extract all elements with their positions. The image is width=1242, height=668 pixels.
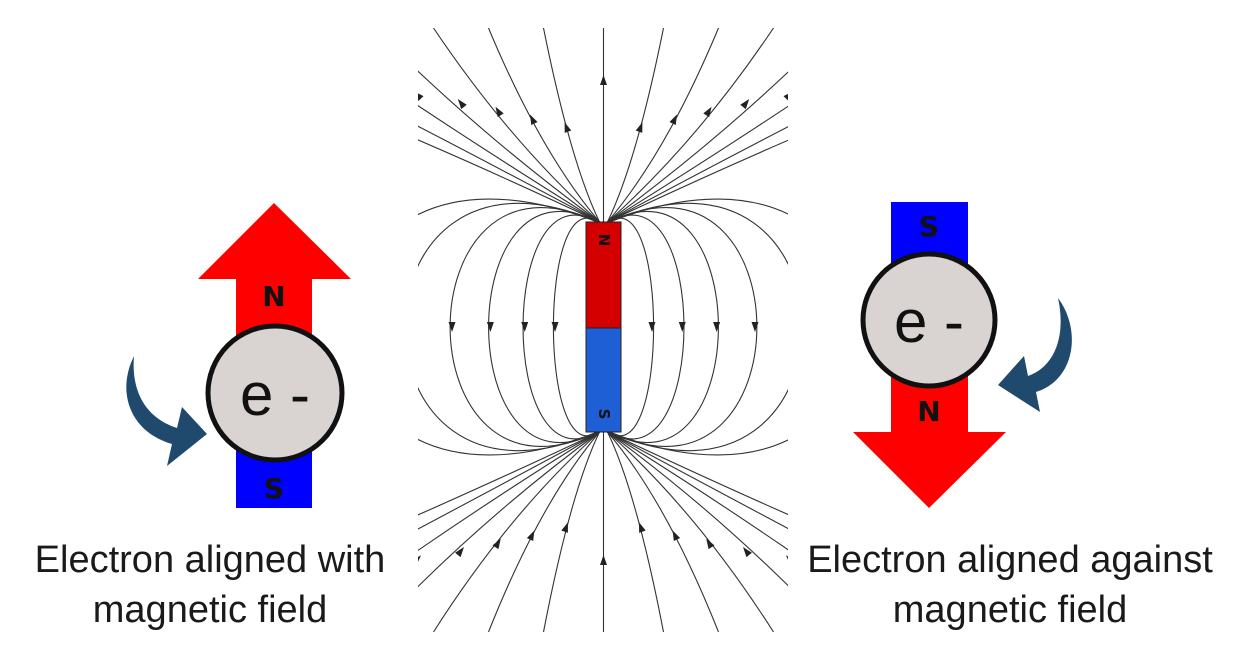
field-arrow-icon <box>526 530 535 542</box>
field-arrow-icon <box>486 322 494 332</box>
field-arrow-icon <box>833 81 845 93</box>
left-electron-diagram: N S e - <box>126 203 351 508</box>
magnetic-field-lines <box>418 28 788 632</box>
field-direction-arrows <box>306 73 901 566</box>
field-line <box>609 198 788 456</box>
field-line <box>418 105 600 223</box>
electron-symbol: e - <box>894 288 964 355</box>
field-arrow-icon <box>457 99 467 110</box>
field-line <box>609 211 719 443</box>
field-arrow-icon <box>403 322 410 332</box>
field-arrow-icon <box>521 322 529 332</box>
field-arrow-icon <box>600 75 607 85</box>
field-line <box>433 28 600 223</box>
field-arrow-icon <box>600 555 607 565</box>
field-line <box>607 139 788 223</box>
left-caption-line-2: magnetic field <box>92 589 328 631</box>
field-line <box>607 431 788 551</box>
south-pole-label: S <box>919 210 939 243</box>
field-arrow-icon <box>669 114 677 126</box>
field-arrow-icon <box>853 322 860 332</box>
field-line <box>418 431 600 588</box>
field-line <box>418 431 600 552</box>
left-caption-line-1: Electron aligned with <box>34 539 386 581</box>
field-line <box>418 198 598 456</box>
field-arrow-icon <box>713 322 721 332</box>
field-line <box>607 431 665 632</box>
field-arrow-icon <box>783 91 788 102</box>
bar-magnet-north-label: N <box>595 234 613 247</box>
electron-circle <box>205 323 345 463</box>
field-line <box>607 431 788 516</box>
field-arrow-icon <box>495 106 504 118</box>
field-arrow-icon <box>672 530 681 542</box>
right-caption-line-2: magnetic field <box>892 589 1128 631</box>
field-arrow-icon <box>561 522 569 533</box>
field-arrow-icon <box>418 555 421 566</box>
right-electron-diagram: S N e - <box>853 202 1072 508</box>
field-arrow-icon <box>635 122 643 133</box>
field-line <box>607 431 788 587</box>
field-arrow-icon <box>418 91 424 102</box>
field-arrow-icon <box>362 81 374 93</box>
electron-symbol: e - <box>240 361 310 428</box>
field-arrow-icon <box>455 547 464 558</box>
bar-magnet: N S <box>585 221 622 433</box>
field-line <box>542 431 600 632</box>
field-line <box>607 28 774 223</box>
north-pole-label: N <box>262 280 285 313</box>
field-arrow-icon <box>751 322 759 332</box>
bar-magnet-south-label: S <box>595 409 613 420</box>
right-caption-line-1: Electron aligned against <box>807 539 1213 581</box>
field-arrow-icon <box>889 73 901 84</box>
field-arrow-icon <box>564 122 572 133</box>
field-line <box>418 431 600 516</box>
electron-circle <box>860 251 998 389</box>
field-arrow-icon <box>448 322 456 332</box>
field-line <box>607 126 788 223</box>
field-arrow-icon <box>638 522 646 533</box>
field-line <box>418 70 600 223</box>
field-line <box>607 431 774 632</box>
field-line <box>607 28 665 223</box>
field-line <box>418 125 600 223</box>
field-line <box>607 71 788 223</box>
bar-magnet-south-half <box>585 327 622 433</box>
right-caption: Electron aligned against magnetic field <box>790 535 1230 635</box>
field-line <box>487 431 600 632</box>
field-line <box>542 28 600 223</box>
south-pole-label: S <box>264 472 284 505</box>
field-line <box>418 431 600 530</box>
field-arrow-icon <box>703 106 712 118</box>
field-arrow-icon <box>678 322 686 332</box>
field-arrow-icon <box>648 322 656 332</box>
field-line <box>609 202 788 452</box>
field-arrow-icon <box>743 547 752 558</box>
bar-magnet-north-half <box>585 221 622 329</box>
field-arrow-icon <box>740 99 750 110</box>
field-line <box>418 202 598 452</box>
left-caption: Electron aligned with magnetic field <box>10 535 410 635</box>
field-arrow-icon <box>492 538 501 550</box>
spin-arrow-icon <box>998 298 1072 412</box>
north-pole-label: N <box>917 395 940 428</box>
field-line <box>607 431 788 530</box>
field-arrow-icon <box>306 73 318 84</box>
field-line <box>488 211 598 443</box>
field-arrow-icon <box>706 538 715 550</box>
field-arrow-icon <box>797 322 804 332</box>
field-arrow-icon <box>530 114 538 126</box>
field-line <box>433 431 600 632</box>
field-line <box>487 28 600 223</box>
field-line <box>607 28 720 223</box>
spin-arrow-icon <box>126 356 207 466</box>
field-line <box>607 431 720 632</box>
field-line <box>607 105 788 223</box>
field-line <box>418 139 600 223</box>
field-arrow-icon <box>348 322 355 332</box>
field-arrow-icon <box>551 322 559 332</box>
